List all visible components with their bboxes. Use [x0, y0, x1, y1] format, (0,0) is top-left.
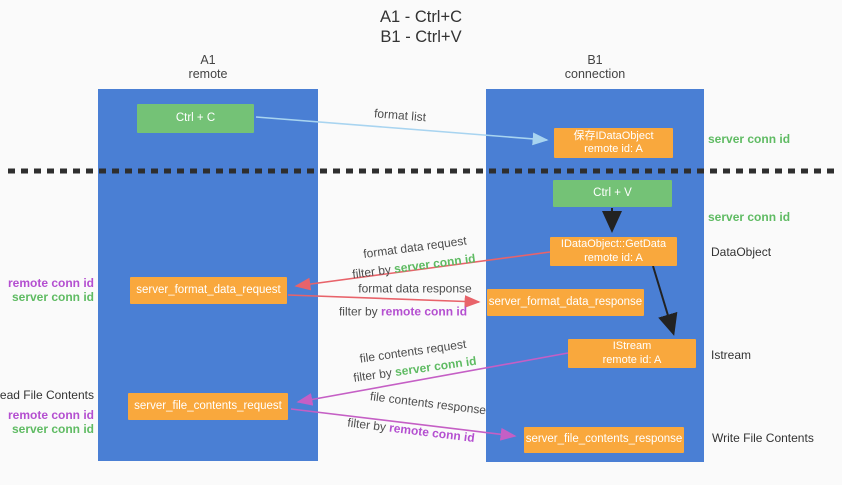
node-ctrl-v: Ctrl + V — [553, 180, 672, 207]
server-conn-id-label: server conn id — [11, 289, 94, 304]
column-a1-subtitle: remote — [188, 67, 228, 81]
format-data-response-filter-label: filter by remote conn id — [339, 305, 467, 319]
column-header-a1: A1 remote — [98, 53, 318, 81]
getdata-to-istream-arrow — [652, 265, 678, 336]
write-file-contents-label: Write File Contents — [712, 431, 814, 445]
remote-conn-id-label: remote conn id — [7, 276, 94, 290]
istream-label: Istream — [711, 348, 752, 362]
dataobject-label: DataObject — [711, 245, 772, 259]
server-conn-id-label-mid-right: server conn id — [708, 210, 791, 224]
node-server-file-contents-request-label: server_file_contents_request — [134, 399, 282, 412]
node-save-idataobject-line1: 保存IDataObject — [573, 129, 654, 142]
node-server-format-data-response-label: server_format_data_response — [488, 295, 643, 308]
node-ctrl-c-label: Ctrl + C — [175, 111, 216, 124]
node-server-format-data-response: server_format_data_response — [487, 289, 644, 316]
node-istream-line1: IStream — [612, 340, 652, 352]
left-conn-id-labels-format: remote conn id server conn id — [7, 276, 94, 304]
node-getdata-line1: IDataObject::GetData — [560, 238, 667, 250]
file-contents-request-arrow — [296, 352, 569, 406]
read-file-contents-label: Read File Contents — [0, 388, 94, 402]
node-server-file-contents-response: server_file_contents_response — [524, 427, 684, 453]
filter-by-text: filter by — [338, 304, 378, 319]
column-b1-name: B1 — [587, 53, 603, 67]
node-server-file-contents-request: server_file_contents_request — [128, 393, 288, 420]
column-a1-name: A1 — [200, 53, 216, 67]
title-line-ctrl-c: A1 - Ctrl+C — [379, 8, 463, 26]
node-server-file-contents-response-label: server_file_contents_response — [525, 433, 683, 446]
title-line-ctrl-v: B1 - Ctrl+V — [380, 28, 462, 46]
column-b1-subtitle: connection — [564, 67, 626, 81]
file-contents-response-arrow — [290, 408, 517, 441]
format-data-response-arrow — [287, 294, 481, 308]
node-istream-line2: remote id: A — [602, 353, 662, 366]
left-conn-id-labels-file: remote conn id server conn id — [7, 408, 94, 436]
node-ctrl-v-label: Ctrl + V — [593, 186, 632, 199]
diagram-title: A1 - Ctrl+C B1 - Ctrl+V — [0, 7, 842, 47]
format-data-response-label: format data response — [358, 281, 472, 296]
remote-conn-id-label: remote conn id — [7, 408, 94, 422]
node-idataobject-getdata: IDataObject::GetData remote id: A — [550, 237, 677, 266]
node-server-format-data-request-label: server_format_data_request — [136, 283, 281, 296]
format-list-arrow — [255, 116, 549, 146]
node-server-format-data-request: server_format_data_request — [130, 277, 287, 304]
format-data-request-arrow — [294, 251, 551, 291]
node-save-idataobject: 保存IDataObject remote id: A — [554, 128, 673, 158]
server-conn-id-label: server conn id — [11, 421, 94, 436]
node-save-idataobject-line2: remote id: A — [584, 143, 643, 155]
node-ctrl-c: Ctrl + C — [137, 104, 254, 133]
column-header-b1: B1 connection — [486, 53, 704, 81]
server-conn-id-label-top-right: server conn id — [708, 132, 791, 146]
node-getdata-line2: remote id: A — [584, 251, 643, 264]
node-istream: IStream remote id: A — [568, 339, 696, 368]
remote-conn-id-text: remote conn id — [381, 304, 468, 319]
